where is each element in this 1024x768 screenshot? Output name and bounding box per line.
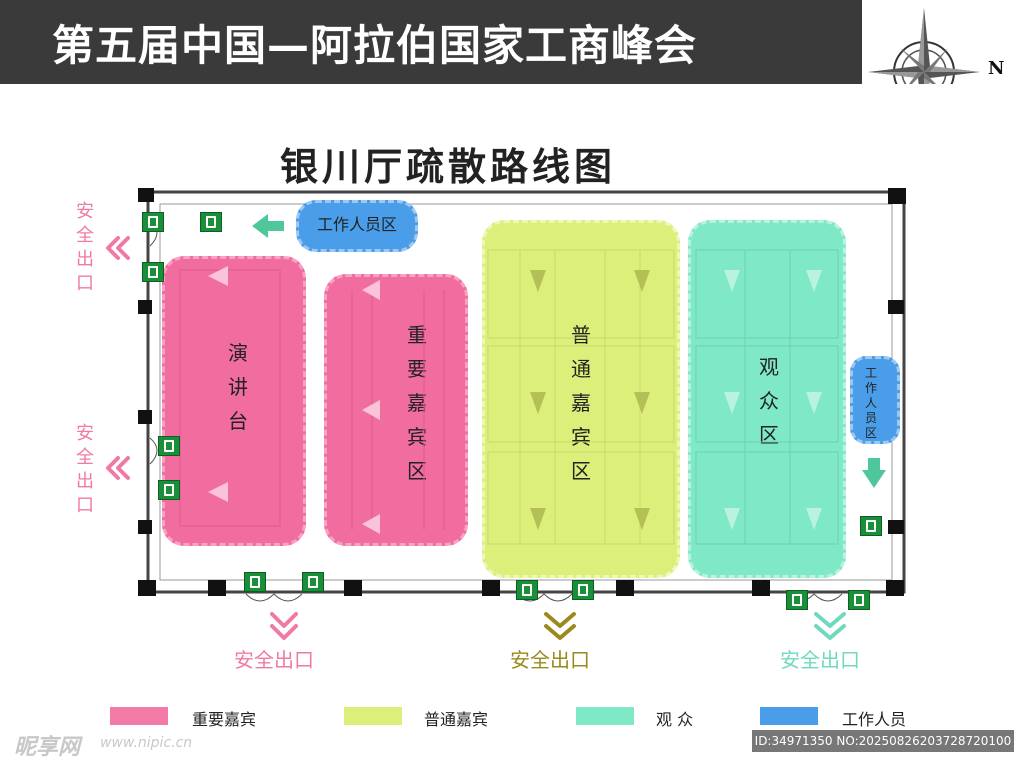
guest-zone-label: 普通嘉宾区 — [571, 323, 591, 483]
exit-label-bottom-right: 安全出口 — [780, 648, 860, 672]
exit-sign-icon — [302, 572, 324, 592]
staff-zone-right-label: 工作人员区 — [864, 366, 877, 440]
exit-sign-icon — [860, 516, 882, 536]
legend-label-guest: 普通嘉宾 — [424, 710, 489, 729]
image-id-badge: ID:34971350 NO:20250826203728720100 — [752, 730, 1014, 752]
header-bar: 第五届中国—阿拉伯国家工商峰会 — [0, 0, 858, 80]
stage-zone-label: 演讲台 — [228, 341, 248, 433]
event-title: 第五届中国—阿拉伯国家工商峰会 — [52, 21, 698, 70]
exit-sign-icon — [786, 590, 808, 610]
exit-sign-icon — [158, 436, 180, 456]
staff-zone-right — [850, 356, 900, 444]
exit-label-bottom-left: 安全出口 — [234, 648, 314, 672]
plan-title: 银川厅疏散路线图 — [280, 145, 617, 189]
legend-swatch-guest — [344, 707, 402, 725]
exit-sign-icon — [516, 580, 538, 600]
legend-swatch-staff — [760, 707, 818, 725]
vip-zone — [324, 274, 468, 546]
legend-label-audience: 观 众 — [656, 710, 694, 729]
watermark-url: www.nipic.cn — [100, 735, 193, 751]
legend-swatch-vip — [110, 707, 168, 725]
exit-sign-icon — [142, 262, 164, 282]
exit-label-bottom-middle: 安全出口 — [510, 648, 590, 672]
exit-label-left-bottom: 安全出口 — [76, 423, 94, 516]
legend-label-vip: 重要嘉宾 — [192, 710, 257, 729]
staff-zone-top-label: 工作人员区 — [316, 215, 397, 234]
legend-swatch-audience — [576, 707, 634, 725]
exit-label-left-top: 安全出口 — [76, 201, 94, 294]
legend-label-staff: 工作人员 — [842, 710, 907, 729]
exit-sign-icon — [572, 580, 594, 600]
north-label: N — [988, 58, 1004, 79]
watermark-logo: 昵享网 — [14, 735, 81, 760]
staff-zone-top — [296, 200, 418, 252]
audience-zone-label: 观众区 — [759, 355, 779, 447]
exit-sign-icon — [142, 212, 164, 232]
exit-sign-icon — [244, 572, 266, 592]
exit-sign-icon — [200, 212, 222, 232]
vip-zone-label: 重要嘉宾区 — [407, 323, 427, 483]
exit-sign-icon — [158, 480, 180, 500]
exit-sign-icon — [848, 590, 870, 610]
